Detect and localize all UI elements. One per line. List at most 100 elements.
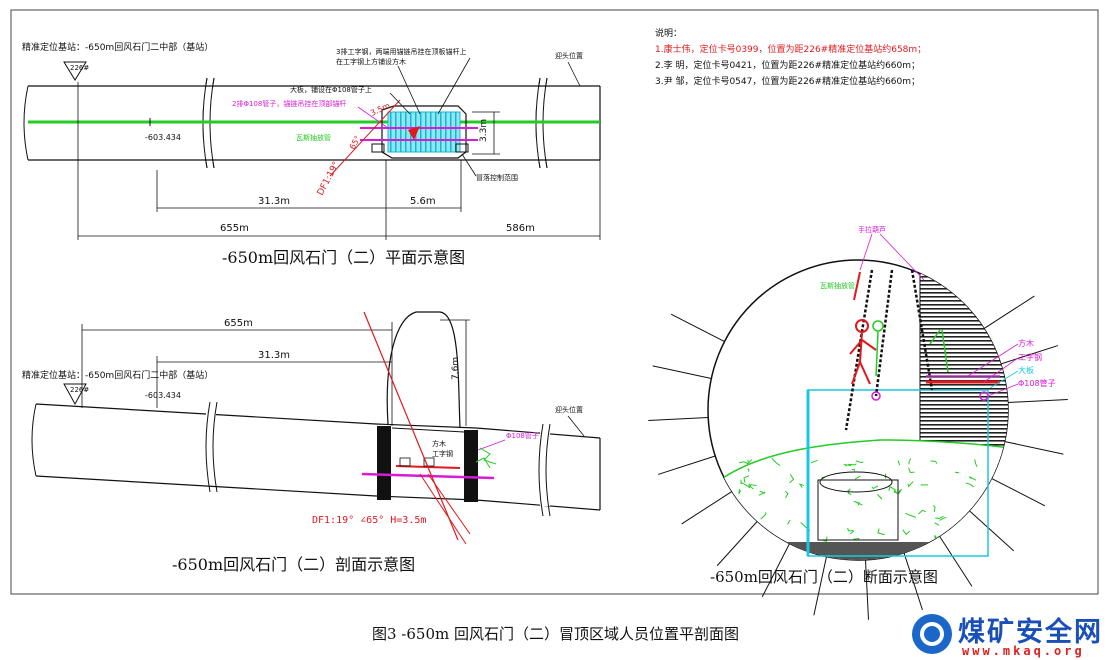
rubble-stroke (888, 485, 897, 492)
rubble-stroke (723, 487, 729, 493)
rubble-stroke (855, 460, 864, 463)
plan-note-board: 大板，铺设在Φ108管子上 (290, 85, 372, 94)
cross-title: -650m回风石门（二）断面示意图 (710, 568, 938, 586)
rock-bolt (968, 510, 1015, 552)
rubble-stroke (789, 473, 795, 484)
plan-note-wood: 在工字钢上方铺设方木 (336, 57, 406, 66)
rubble-stroke (723, 489, 727, 499)
section-fault: DF1:19° ∠65° H=3.5m (312, 515, 426, 526)
cross-person-2: 2.李 明，定位卡号0421，位置为距226#精准定位基站约660m； (655, 59, 920, 71)
rubble-stroke (877, 494, 883, 500)
rubble-stroke (771, 457, 781, 467)
plan-dim-313: 31.3m (258, 196, 290, 207)
plan-note-range: 冒落控制范围 (476, 173, 518, 182)
section-fault-line (363, 311, 459, 541)
section-tunnel-bottom (35, 475, 601, 511)
cross-person-green (872, 320, 949, 377)
cross-person-1: 1.康士伟，定位卡号0399，位置为距226#精准定位基站约658m； (655, 43, 926, 55)
cross-label-wood: 方木 (1018, 338, 1034, 348)
cross-person-3: 3.尹 邹，定位卡号0547，位置为距226#精准定位基站约660m； (655, 75, 920, 87)
rubble-stroke (740, 481, 751, 489)
rock-bolt (761, 543, 791, 598)
rubble-stroke (918, 509, 926, 515)
cross-person (849, 319, 877, 385)
rubble-stroke (847, 527, 854, 532)
rubble-stroke (930, 460, 938, 464)
rubble-stroke (810, 459, 818, 464)
section-collapse-cavity (386, 311, 461, 429)
rubble-stroke (968, 476, 977, 481)
site-logo[interactable]: 煤矿安全网 www.mkaq.org (912, 610, 1108, 660)
cross-label-board: 大板 (1018, 365, 1034, 375)
section-note-pipe: Φ108管子 (506, 431, 539, 440)
rubble-stroke (728, 521, 732, 527)
cross-chain-2 (874, 269, 894, 397)
rubble-stroke (907, 467, 915, 473)
rubble-stroke (970, 537, 975, 543)
rock-bolt (652, 365, 712, 379)
cross-rock-bolts (648, 295, 1068, 620)
plan-base-code: 226# (70, 64, 89, 72)
section-support-right (464, 430, 478, 502)
cross-floor (708, 542, 1008, 560)
rubble-stroke (897, 460, 901, 466)
section-base-marker (63, 383, 87, 406)
rock-bolt (1004, 441, 1064, 455)
plan-fault-dim: DF1:19° (316, 160, 342, 197)
rubble-stroke (990, 484, 993, 489)
rubble-stroke (965, 482, 975, 488)
logo-url: www.mkaq.org (962, 644, 1085, 658)
rock-bolt (991, 477, 1046, 507)
figure-caption: 图3 -650m 回风石门（二）冒顶区域人员位置平剖面图 (372, 625, 739, 643)
rock-bolt (681, 490, 733, 525)
drawing-frame (10, 9, 1099, 595)
rubble-stroke (884, 473, 887, 480)
rubble-stroke (759, 490, 765, 494)
rubble-stroke (758, 533, 766, 536)
rubble-stroke (847, 488, 852, 496)
cross-rubble-pile (719, 439, 1008, 560)
section-base-code: 226# (70, 386, 89, 394)
cross-label-beam: 工字钢 (1018, 352, 1042, 362)
cross-label-hoist: 手拉葫芦 (858, 225, 886, 234)
plan-collapse-zone (387, 111, 461, 153)
plan-dim-655: 655m (220, 223, 249, 234)
rubble-stroke (843, 463, 852, 467)
section-pipe-row (361, 472, 495, 480)
helmet-icon (912, 614, 952, 654)
rubble-stroke (893, 490, 898, 494)
rubble-stroke (935, 515, 944, 520)
rubble-stroke (920, 484, 928, 486)
plan-dim-586: 586m (506, 223, 535, 234)
rock-bolt (903, 552, 923, 611)
rubble-stroke (991, 507, 995, 510)
rubble-stroke (944, 534, 948, 544)
plan-title: -650m回风石门（二）平面示意图 (222, 248, 465, 267)
section-note-beam: 工字钢 (432, 449, 453, 458)
section-rubble (475, 447, 497, 469)
plan-person-marker (408, 126, 420, 140)
plan-dim-height: 3.3m (479, 119, 489, 142)
cross-note-header: 说明： (655, 27, 682, 39)
section-view: 精准定位基站：-650m回风石门二中部（基站） 226# -603.434 65… (22, 311, 601, 574)
rubble-stroke (747, 459, 753, 465)
rubble-stroke (932, 505, 936, 512)
rubble-stroke (798, 483, 805, 488)
rubble-stroke (934, 522, 940, 526)
rubble-stroke (871, 485, 879, 490)
plan-base-label: 精准定位基站：-650m回风石门二中部（基站） (22, 41, 213, 53)
rock-bolt (864, 559, 869, 620)
rock-bolt (983, 295, 1035, 330)
plan-tunnel-start (23, 85, 29, 161)
rock-bolt (716, 520, 758, 567)
rock-bolt (1007, 399, 1068, 404)
rubble-stroke (877, 528, 885, 536)
plan-note-pipe: 2排Φ108管子，锚链吊挂在顶部锚杆 (232, 99, 346, 108)
plan-note-gas: 瓦斯抽放管 (296, 133, 331, 142)
rubble-stroke (784, 490, 789, 499)
rock-bolt (657, 455, 716, 475)
rubble-stroke (907, 481, 914, 488)
rubble-stroke (847, 489, 850, 494)
rock-bolt (1000, 345, 1059, 365)
section-note-wood: 方木 (432, 439, 446, 448)
